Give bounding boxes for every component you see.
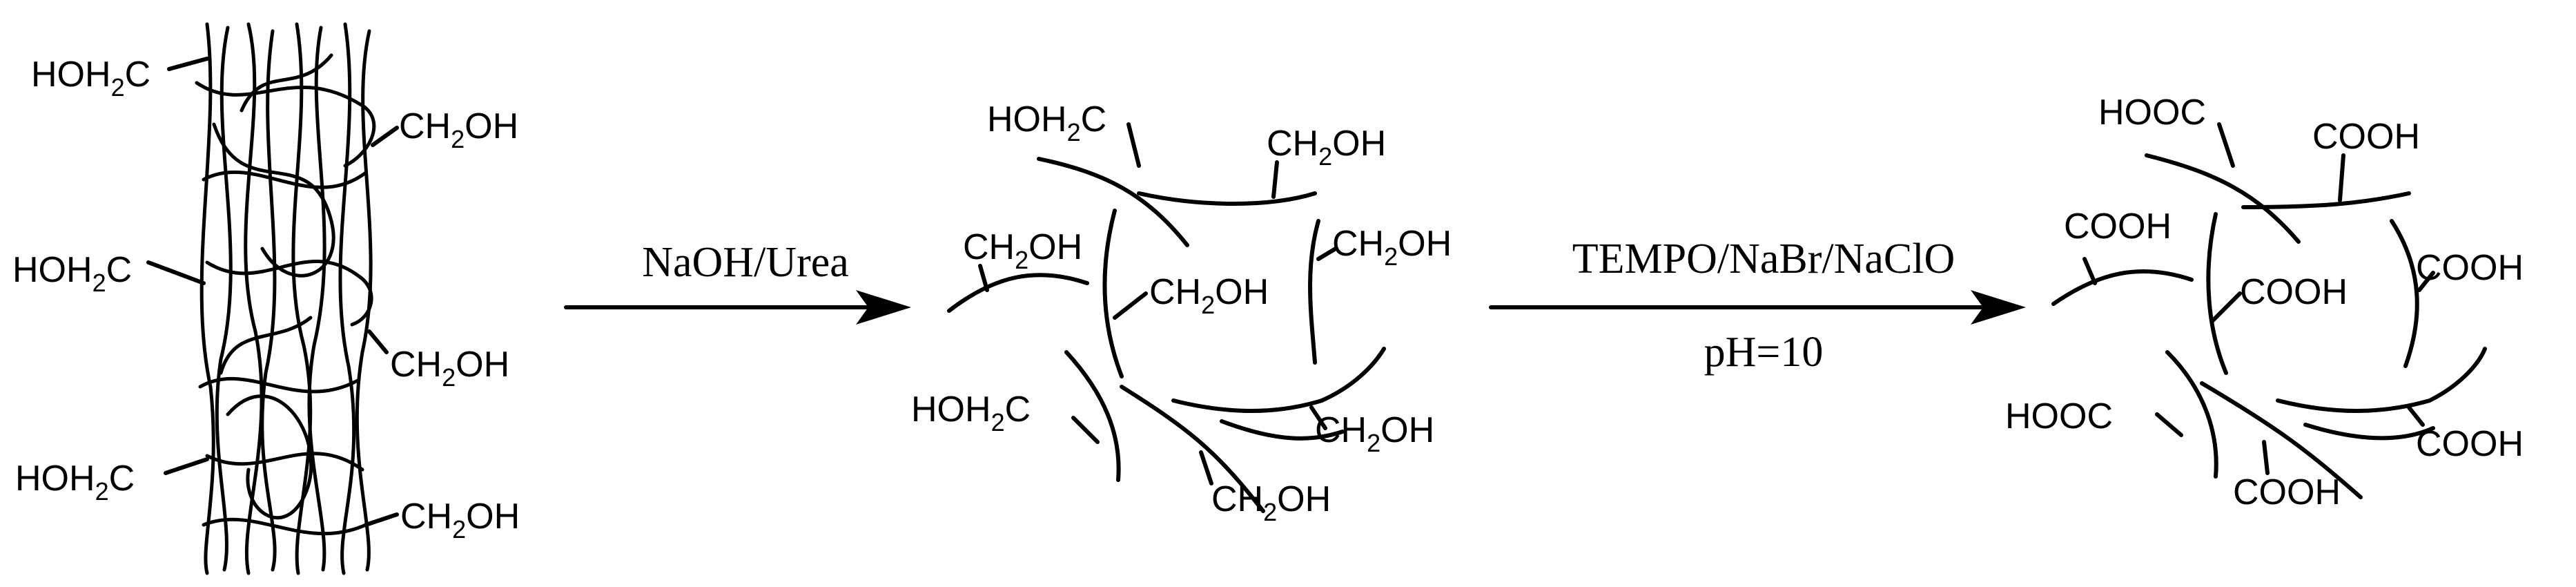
bundle-label-left-3: HOH2C	[15, 459, 135, 506]
dispersed-label-2: CH2OH	[1267, 124, 1386, 171]
dispersed-chain-curves	[947, 157, 1386, 513]
cellulose-bundle: HOH2C HOH2C HOH2C CH2OH CH2OH CH2OH	[12, 22, 520, 575]
oxidized-chain-curves	[2051, 153, 2487, 499]
arrow-step-1: NaOH/Urea	[564, 239, 911, 325]
bundle-label-right-3: CH2OH	[400, 497, 520, 543]
dispersed-bonds	[978, 122, 1338, 485]
oxidized-label-1: HOOC	[2098, 93, 2206, 133]
dispersed-chains: HOH2C CH2OH CH2OH CH2OH CH2OH HOH2C CH2O…	[911, 99, 1452, 526]
bundle-label-right-1: CH2OH	[399, 106, 518, 153]
oxidized-label-3: COOH	[2064, 206, 2172, 247]
step1-reagents: NaOH/Urea	[642, 239, 849, 286]
bundle-label-left-1: HOH2C	[31, 55, 150, 102]
oxidized-label-8: COOH	[2233, 472, 2341, 512]
oxidized-chains: HOOC COOH COOH COOH COOH HOOC COOH COOH	[2005, 93, 2524, 512]
step2-reagents: TEMPO/NaBr/NaClO	[1572, 235, 1955, 282]
oxidized-label-7: COOH	[2416, 424, 2524, 464]
dispersed-label-5: CH2OH	[1149, 272, 1269, 319]
oxidized-label-2: COOH	[2312, 117, 2420, 157]
step2-condition: pH=10	[1704, 329, 1824, 376]
oxidized-label-6: HOOC	[2005, 396, 2113, 436]
oxidized-label-5: COOH	[2240, 272, 2348, 312]
dispersed-label-1: HOH2C	[987, 99, 1106, 146]
bundle-label-left-2: HOH2C	[12, 250, 132, 297]
dispersed-label-4: CH2OH	[1332, 224, 1452, 271]
dispersed-label-3: CH2OH	[963, 227, 1082, 274]
bundle-label-right-2: CH2OH	[390, 345, 509, 392]
oxidized-label-4: COOH	[2416, 248, 2524, 288]
bundle-bonds	[146, 57, 399, 527]
dispersed-label-8: CH2OH	[1211, 479, 1331, 526]
oxidized-bonds	[2082, 122, 2435, 475]
arrow-step-2: TEMPO/NaBr/NaClO pH=10	[1489, 235, 2026, 376]
dispersed-label-6: HOH2C	[911, 389, 1031, 436]
dispersed-label-7: CH2OH	[1315, 410, 1434, 457]
bundle-fibers	[195, 22, 376, 575]
